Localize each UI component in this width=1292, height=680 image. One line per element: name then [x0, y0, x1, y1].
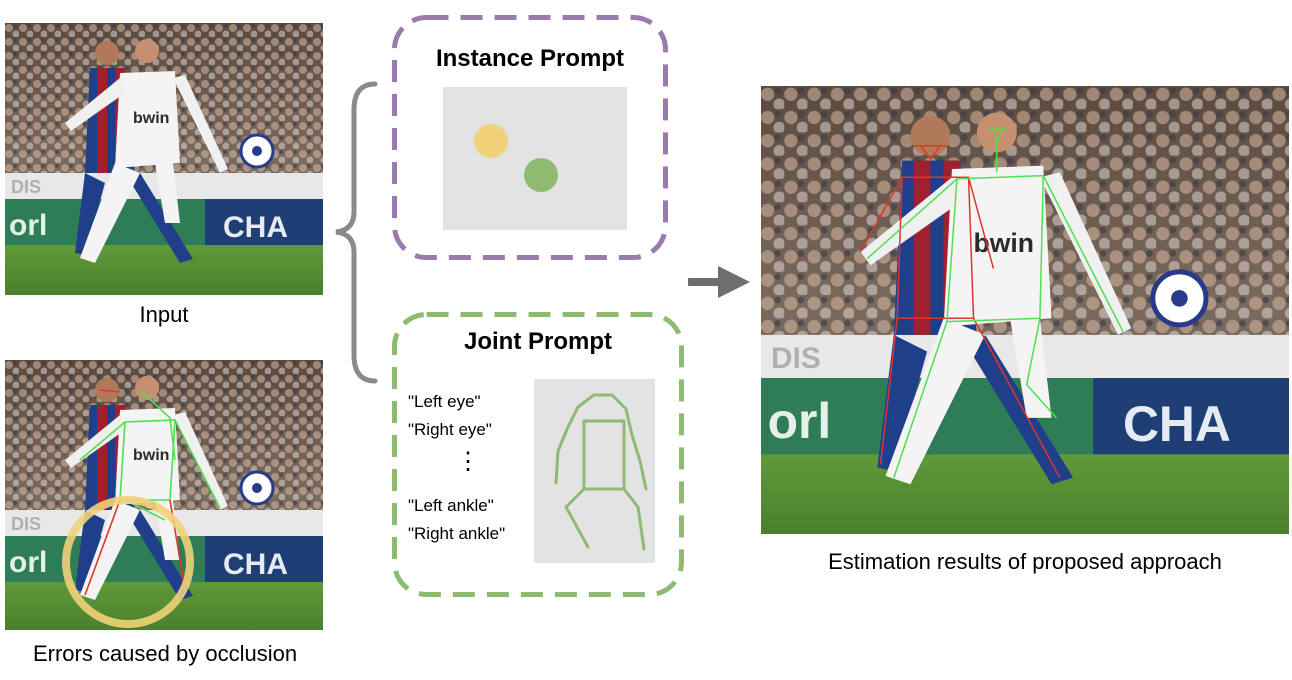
joint-skeleton-canvas: [534, 379, 655, 563]
occlusion-highlight-ring: [62, 496, 194, 628]
errors-caption: Errors caused by occlusion: [32, 641, 298, 666]
joint-label-ellipsis: ⋮: [456, 448, 480, 475]
svg-text:CHA: CHA: [1123, 396, 1231, 452]
svg-text:CHA: CHA: [223, 211, 288, 244]
joint-label-left-ankle: "Left ankle": [408, 496, 494, 515]
svg-text:bwin: bwin: [133, 110, 169, 127]
occlusion-error-photo: DIS orl CHA bwin: [5, 360, 323, 630]
svg-text:bwin: bwin: [133, 447, 169, 464]
ronaldo-skeleton: [866, 128, 1124, 478]
svg-text:orl: orl: [9, 209, 47, 242]
erroneous-skeleton: [79, 389, 221, 596]
barcelona-player-skeleton: [859, 144, 1061, 478]
input-photo: DIS orl CHA bwin: [5, 23, 323, 295]
joint-prompt-title: Joint Prompt: [464, 328, 612, 355]
result-caption: Estimation results of proposed approach: [828, 549, 1222, 574]
joint-label-left-eye: "Left eye": [408, 392, 481, 411]
right-arrow-icon: [688, 266, 750, 298]
joint-label-right-eye: "Right eye": [408, 420, 492, 439]
instance-prompt-box: Instance Prompt: [392, 15, 668, 260]
result-photo: DIS orl CHA bwin: [761, 86, 1289, 534]
svg-text:DIS: DIS: [771, 342, 821, 375]
svg-text:bwin: bwin: [974, 228, 1034, 258]
yellow-instance-dot: [474, 124, 508, 158]
joint-label-right-ankle: "Right ankle": [408, 524, 506, 543]
joint-prompt-box: Joint Prompt "Left eye" "Right eye" ⋮ "L…: [392, 312, 684, 597]
svg-text:DIS: DIS: [11, 177, 41, 197]
green-instance-dot: [524, 158, 558, 192]
instance-prompt-canvas: [443, 87, 627, 230]
curly-bracket: [335, 81, 378, 384]
input-caption: Input: [139, 302, 189, 327]
instance-prompt-title: Instance Prompt: [435, 45, 625, 72]
svg-text:DIS: DIS: [11, 514, 41, 534]
svg-text:orl: orl: [9, 546, 47, 579]
svg-text:CHA: CHA: [223, 548, 288, 581]
svg-text:orl: orl: [768, 393, 832, 449]
